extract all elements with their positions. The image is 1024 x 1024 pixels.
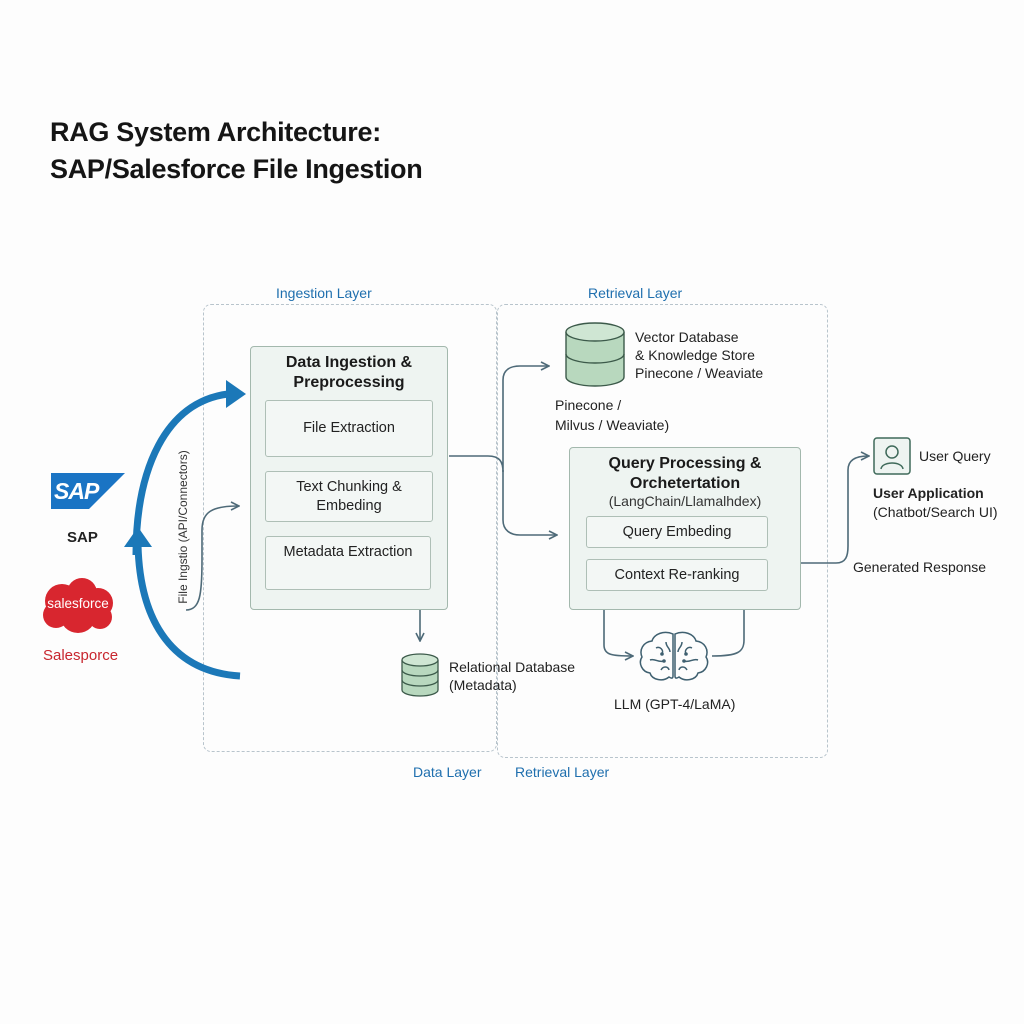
llm-brain-icon [636, 628, 712, 689]
retrieval-layer-label-bottom: Retrieval Layer [515, 764, 610, 780]
relational-db-line-1: Relational Database [449, 659, 576, 675]
vector-db-options-line-2: Milvus / Weaviate) [555, 417, 670, 433]
sap-logo-text: SAP [54, 478, 99, 504]
title-line-2: SAP/Salesforce File Ingestion [50, 154, 423, 184]
ingestion-title-line-2: Preprocessing [293, 374, 405, 391]
metadata-extraction-step: Metadata Extraction [265, 536, 431, 590]
user-icon [873, 437, 911, 475]
vector-db-line-2: & Knowledge Store [635, 347, 755, 363]
sap-logo-shape [51, 473, 125, 509]
query-processing-panel: Query Processing & Orchetertation (LangC… [569, 447, 801, 610]
query-panel-title: Query Processing & Orchetertation [570, 454, 800, 494]
ingestion-layer-label: Ingestion Layer [276, 285, 372, 301]
vector-database-label: Vector Database & Knowledge Store Pineco… [635, 328, 763, 382]
data-ingestion-panel: Data Ingestion & Preprocessing File Extr… [250, 346, 448, 610]
vector-db-options: Pinecone / Milvus / Weaviate) [555, 395, 669, 435]
salesforce-logo: salesforce [40, 575, 116, 635]
api-connector-label: File Ingstio (API/Connectors) [176, 447, 192, 607]
query-title-line-2: Orchetertation [629, 475, 741, 492]
context-reranking-step: Context Re-ranking [586, 559, 768, 591]
salesforce-logo-text: salesforce [47, 596, 109, 611]
vector-db-cylinder-icon [565, 322, 625, 387]
query-title-line-1: Query Processing & [608, 455, 762, 472]
salesforce-ingest-arrowhead [124, 527, 152, 547]
data-layer-label: Data Layer [413, 764, 482, 780]
user-query-label: User Query [919, 448, 991, 464]
salesforce-cloud-shape [43, 578, 113, 633]
page-title: RAG System Architecture: SAP/Salesforce … [50, 114, 423, 188]
vector-db-line-1: Vector Database [635, 329, 739, 345]
query-embedding-step: Query Embeding [586, 516, 768, 548]
api-connector-label-text: File Ingstio (API/Connectors) [176, 450, 190, 604]
ingestion-title-line-1: Data Ingestion & [285, 354, 413, 371]
sap-label: SAP [67, 529, 98, 546]
sap-logo: SAP [51, 473, 125, 509]
user-application-title: User Application [873, 485, 984, 501]
user-application-subtitle: (Chatbot/Search UI) [873, 504, 998, 520]
query-panel-subtitle: (LangChain/Llamalhdex) [608, 493, 762, 509]
generated-response-label: Generated Response [853, 559, 987, 575]
vector-database-icon [564, 321, 626, 394]
llm-label: LLM (GPT-4/LaMA) [614, 696, 736, 712]
relational-db-line-2: (Metadata) [449, 677, 517, 693]
relational-database-label: Relational Database (Metadata) [449, 658, 575, 694]
vector-db-options-line-1: Pinecone / [555, 397, 622, 413]
retrieval-layer-label-top: Retrieval Layer [588, 285, 683, 301]
relational-database-icon [400, 653, 440, 702]
user-avatar-icon [873, 437, 911, 480]
ingestion-panel-title: Data Ingestion & Preprocessing [251, 353, 447, 393]
text-chunking-step: Text Chunking & Embeding [265, 471, 433, 522]
database-icon [401, 653, 439, 697]
vector-db-line-3: Pinecone / Weaviate [635, 365, 764, 381]
brain-icon [639, 631, 709, 681]
file-extraction-step: File Extraction [265, 400, 433, 457]
title-line-1: RAG System Architecture: [50, 117, 381, 147]
salesforce-label: Salesporce [43, 647, 119, 664]
